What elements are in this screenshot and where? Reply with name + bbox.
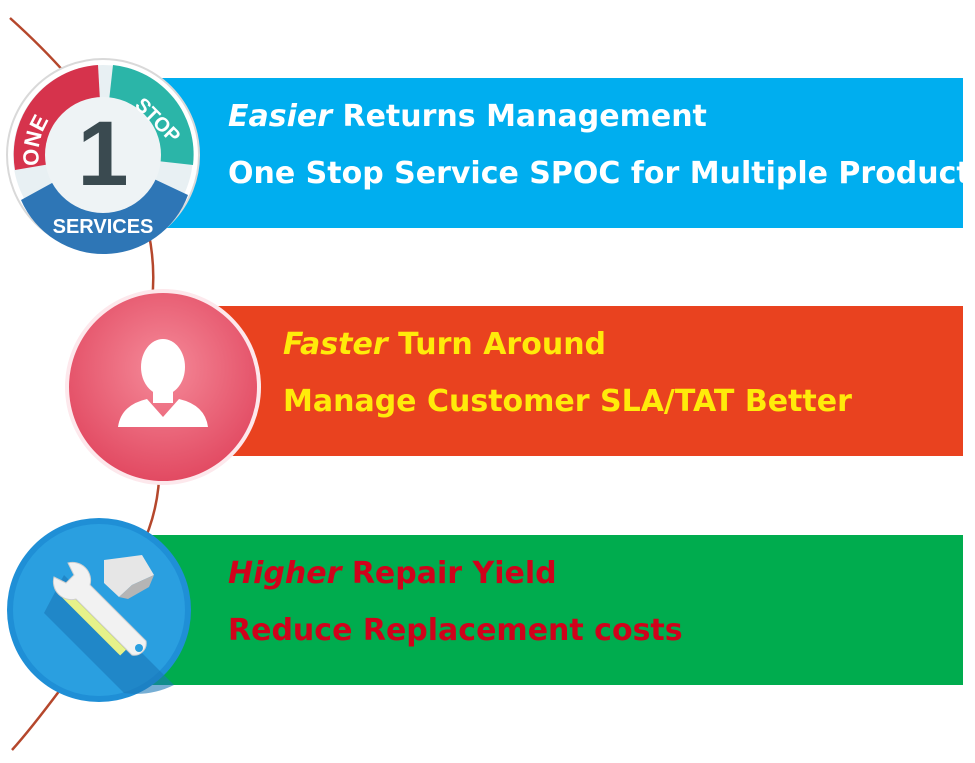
benefit-title-rest: Repair Yield [341, 556, 557, 591]
benefit-text: Easier Returns Management One Stop Servi… [228, 102, 975, 216]
benefit-subtitle: Manage Customer SLA/TAT Better [283, 384, 852, 419]
benefit-subtitle: Reduce Replacement costs [228, 613, 683, 648]
benefit-title-rest: Turn Around [387, 327, 607, 362]
tools-icon [4, 515, 194, 705]
benefit-subtitle: One Stop Service SPOC for Multiple Produ… [228, 156, 975, 191]
benefit-title: Easier Returns Management [228, 102, 975, 159]
user-icon [63, 287, 263, 487]
one-stop-services-icon: ONE 1 SERVICES STOP [3, 55, 203, 255]
benefit-band-higher: Higher Repair Yield Reduce Replacement c… [150, 535, 963, 685]
benefit-text: Higher Repair Yield Reduce Replacement c… [228, 559, 683, 673]
benefit-band-easier: Easier Returns Management One Stop Servi… [150, 78, 975, 228]
benefit-text: Faster Turn Around Manage Customer SLA/T… [283, 330, 852, 444]
benefit-emphasis: Easier [228, 99, 333, 134]
benefit-emphasis: Higher [228, 556, 342, 591]
benefit-title: Faster Turn Around [283, 330, 852, 387]
benefit-title-rest: Returns Management [332, 99, 707, 134]
benefit-title: Higher Repair Yield [228, 559, 683, 616]
badge-number: 1 [77, 103, 128, 205]
badge-word-services: SERVICES [53, 216, 154, 238]
benefit-emphasis: Faster [283, 327, 388, 362]
benefit-band-faster: Faster Turn Around Manage Customer SLA/T… [150, 306, 963, 456]
